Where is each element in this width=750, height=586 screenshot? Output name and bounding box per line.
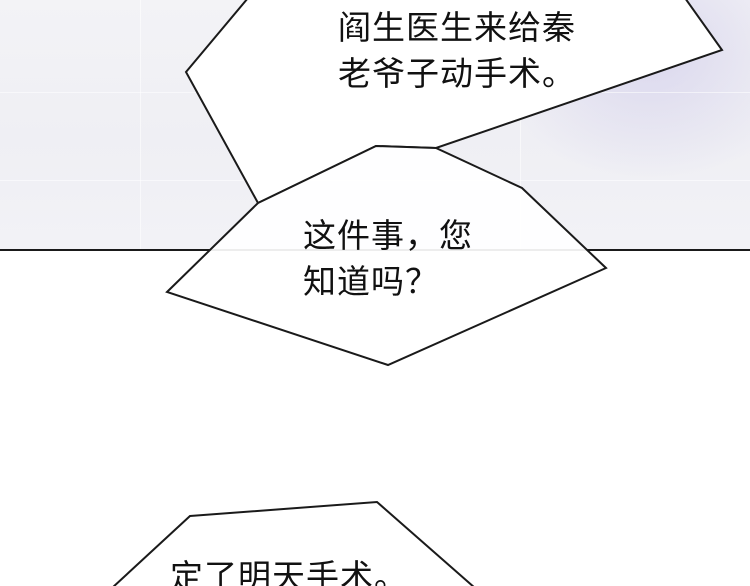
- speech-line: 定了明天手术。: [170, 557, 408, 586]
- speech-line: 知道吗？: [303, 262, 439, 301]
- speech-bubble-2-text: 这件事，您 知道吗？: [303, 213, 473, 305]
- speech-bubble-3: [112, 500, 475, 586]
- background-tile-line: [140, 0, 141, 250]
- speech-line: 这件事，您: [303, 216, 473, 255]
- speech-bubble-2: [165, 144, 608, 367]
- speech-bubble-3-text: 定了明天手术。: [170, 554, 408, 586]
- speech-bubble-1-text: 阎生医生来给秦 老爷子动手术。: [338, 5, 576, 97]
- speech-line: 阎生医生来给秦: [338, 8, 576, 47]
- speech-line: 老爷子动手术。: [338, 54, 576, 93]
- background-tile-line: [520, 0, 521, 250]
